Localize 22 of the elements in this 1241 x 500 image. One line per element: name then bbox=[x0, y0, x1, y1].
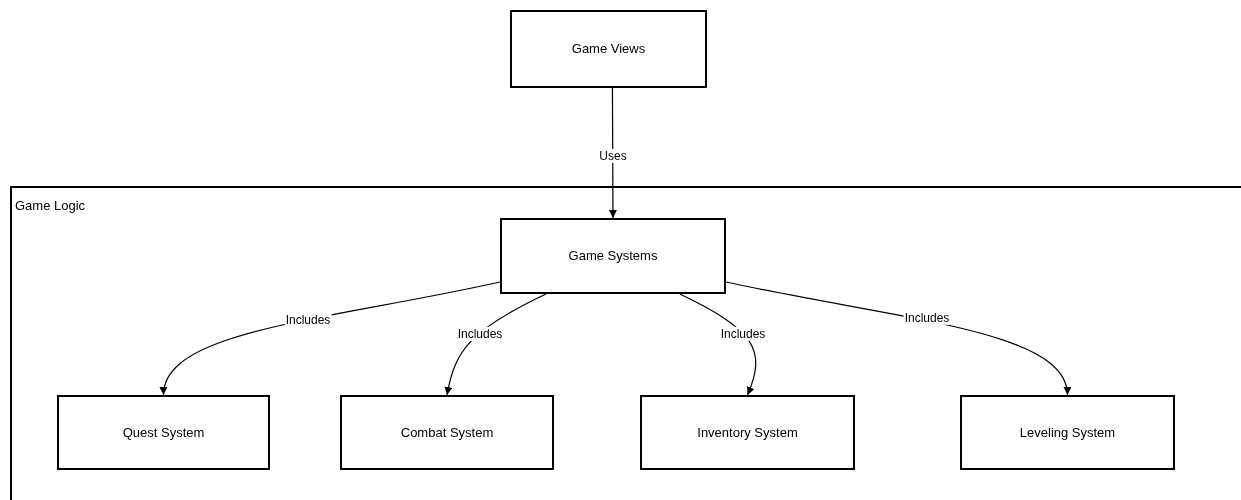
box-label: Leveling System bbox=[1019, 424, 1116, 441]
arrow bbox=[725, 281, 1070, 396]
process-box bbox=[510, 10, 707, 88]
edge-label: Uses bbox=[598, 148, 628, 164]
box-label: Combat System bbox=[400, 424, 494, 441]
group-container bbox=[10, 186, 1241, 500]
edge-label: Includes bbox=[719, 326, 767, 342]
box-label: Quest System bbox=[122, 424, 205, 441]
process-box bbox=[57, 395, 270, 470]
box-label: Game Systems bbox=[568, 248, 658, 264]
group-title: Game Logic bbox=[15, 198, 86, 214]
arrow bbox=[608, 87, 617, 219]
edge-label: Includes bbox=[284, 312, 332, 328]
process-box bbox=[640, 395, 855, 470]
process-box bbox=[340, 395, 554, 470]
process-box bbox=[500, 218, 726, 294]
box-label: Inventory System bbox=[697, 424, 798, 441]
process-box bbox=[960, 395, 1175, 470]
edge-label: Includes bbox=[456, 326, 504, 342]
arrow bbox=[679, 293, 757, 396]
box-label: Game Views bbox=[571, 41, 646, 57]
edge-label: Includes bbox=[903, 310, 951, 326]
